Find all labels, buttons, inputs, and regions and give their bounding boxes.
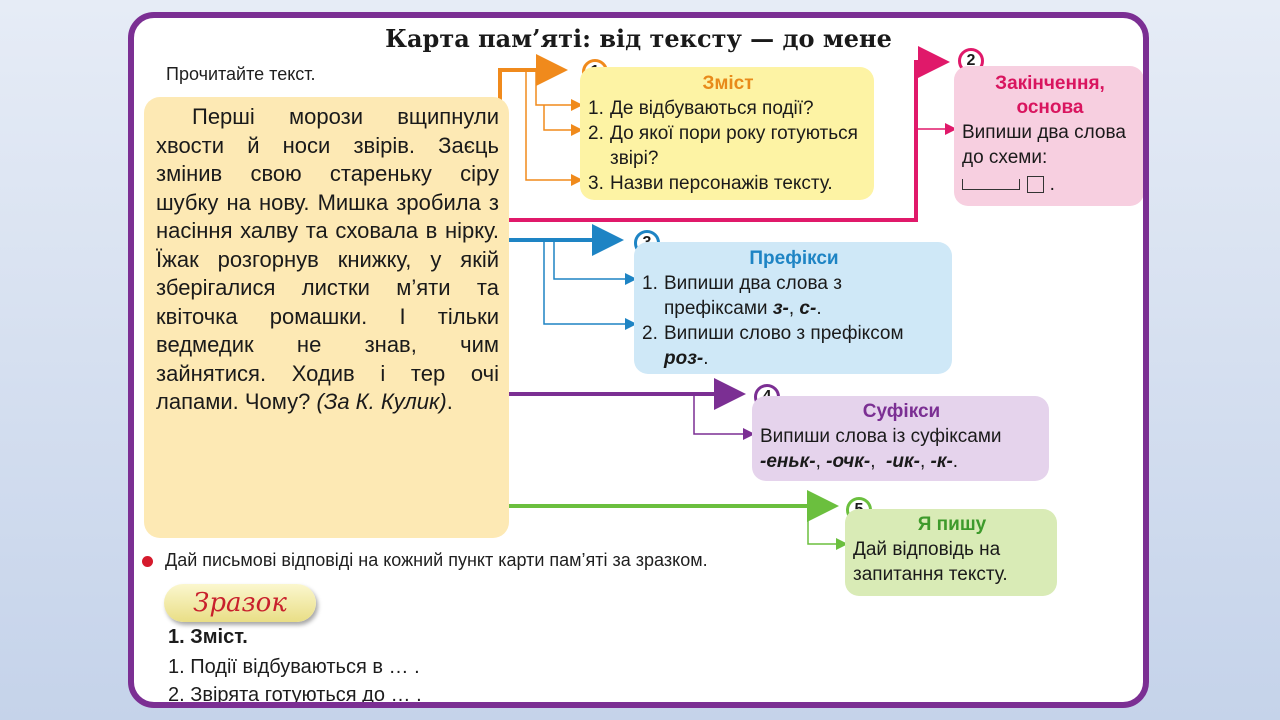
prefixes-box: Префікси 1.Випиши два слова з префіксами… [634, 242, 952, 374]
content-question-3: 3.Назви персонажів тексту. [588, 173, 833, 194]
read-instruction: Прочитайте текст. [166, 64, 316, 84]
ending-stem-title-1: Закінчення, [995, 73, 1105, 94]
reading-text-box: Перші морози вщипнули хвости й носи звір… [144, 97, 509, 538]
word-scheme: . [962, 172, 1138, 197]
content-box-title: Зміст [702, 73, 754, 94]
page-title: Карта пам’яті: від тексту — до мене [385, 24, 892, 53]
orange-connector [498, 54, 568, 102]
connector-lines [498, 46, 957, 550]
ending-square-icon [1027, 176, 1045, 194]
red-bullet-icon [142, 555, 153, 567]
ending-stem-title-2: основа [1016, 97, 1084, 118]
prefixes-task-1: 1.Випиши два слова з префіксами з-, с-. [642, 273, 842, 319]
content-box: Зміст 1.Де відбуваються події? 2.До якої… [580, 67, 874, 200]
content-question-2: 2.До якої пори року готуються звірі? [588, 123, 858, 169]
suffixes-list: -еньк-, -очк-, -ик-, -к-. [760, 451, 959, 472]
reading-text: Перші морози вщипнули хвости й носи звір… [156, 104, 499, 414]
prefixes-title: Префікси [749, 248, 839, 269]
i-write-task: Дай відповідь на запитання тексту. [853, 539, 1008, 585]
stem-line-icon [962, 179, 1020, 191]
example-line-1: 1. Події відбуваються в … . [168, 656, 420, 678]
suffixes-task: Випиши слова із суфіксами [760, 426, 1002, 447]
sample-label: Зразок [164, 584, 316, 622]
ending-stem-box: Закінчення, основа Випиши два слова до с… [954, 66, 1143, 206]
page-frame: Карта пам’яті: від тексту — до мене Проч… [128, 12, 1149, 708]
text-author: (За К. Кулик) [316, 389, 447, 414]
i-write-box: Я пишу Дай відповідь на запитання тексту… [845, 509, 1057, 596]
example-line-2: 2. Звірята готуються до … . [168, 684, 422, 706]
task-instruction: Дай письмові відповіді на кожний пункт к… [142, 550, 708, 571]
ending-stem-task: Випиши два слова до схеми: [962, 122, 1126, 168]
suffixes-title: Суфікси [862, 401, 941, 422]
suffixes-box: Суфікси Випиши слова із суфіксами -еньк-… [752, 396, 1049, 481]
example-title: 1. Зміст. [168, 626, 248, 648]
pink-connector [509, 46, 950, 222]
i-write-title: Я пишу [917, 514, 987, 535]
content-question-1: 1.Де відбуваються події? [588, 98, 814, 119]
